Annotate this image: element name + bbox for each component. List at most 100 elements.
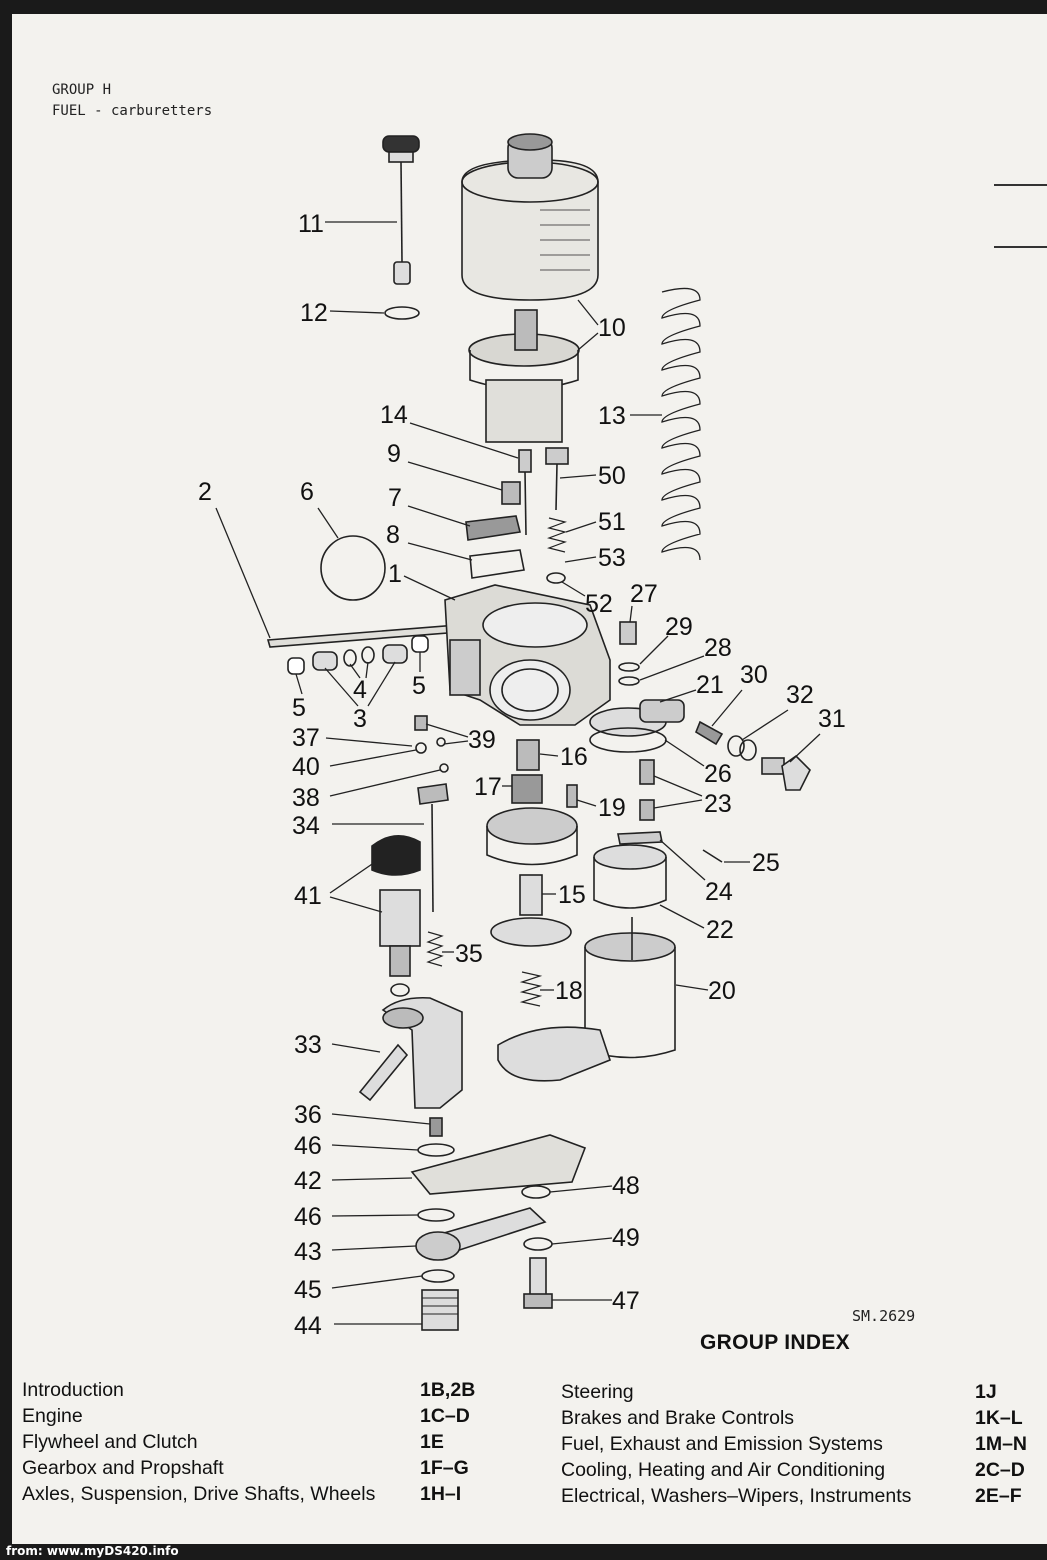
small-washer-40-drawing — [415, 742, 427, 754]
callout-33: 33 — [294, 1031, 322, 1059]
index-code: 1J — [975, 1381, 997, 1403]
callout-34: 34 — [292, 812, 320, 840]
callout-39: 39 — [468, 726, 496, 754]
index-code: 2E–F — [975, 1485, 1022, 1507]
jet-screw-drawing — [429, 1117, 443, 1137]
bolt-drawing — [619, 621, 637, 645]
spring-35-drawing — [426, 931, 444, 967]
throttle-spindle-drawing — [266, 624, 462, 648]
callout-11: 11 — [298, 210, 324, 238]
spindle-bushes-drawing — [287, 635, 429, 675]
piston-spring-drawing — [661, 287, 701, 561]
washer-29-drawing — [618, 662, 640, 672]
index-name: Axles, Suspension, Drive Shafts, Wheels — [22, 1483, 376, 1505]
gasket-drawing — [469, 549, 525, 579]
callout-17: 17 — [474, 773, 502, 801]
union-drawing — [421, 1289, 459, 1331]
callout-22: 22 — [706, 916, 734, 944]
index-name: Flywheel and Clutch — [22, 1431, 198, 1453]
callout-36: 36 — [294, 1101, 322, 1129]
float-pin-drawing — [702, 849, 723, 863]
index-name: Cooling, Heating and Air Conditioning — [561, 1459, 886, 1481]
index-code: 1H–I — [420, 1483, 462, 1505]
index-code: 1K–L — [975, 1407, 1023, 1429]
jet-nut-drawing — [516, 739, 540, 771]
callout-40: 40 — [292, 753, 320, 781]
carburetter-body-drawing — [444, 584, 611, 726]
callout-44: 44 — [294, 1312, 322, 1340]
index-name: Electrical, Washers–Wipers, Instruments — [561, 1485, 912, 1507]
screw-drawing — [501, 481, 521, 505]
group-subtitle: FUEL - carburetters — [52, 103, 213, 119]
jet-housing-drawing — [358, 996, 463, 1109]
banjo-bolt-drawing — [761, 754, 811, 791]
callout-43: 43 — [294, 1238, 322, 1266]
jet-drawing — [417, 783, 449, 913]
jet-bearing-drawing — [511, 774, 543, 804]
washer-45-drawing — [421, 1269, 455, 1283]
callout-18: 18 — [555, 977, 583, 1005]
callout-28: 28 — [704, 634, 732, 662]
index-name: Brakes and Brake Controls — [561, 1407, 795, 1429]
callout-27: 27 — [630, 580, 658, 608]
callout-19: 19 — [598, 794, 626, 822]
callout-42: 42 — [294, 1167, 322, 1195]
callout-4: 4 — [353, 676, 367, 704]
mounting-plate-drawing — [410, 1134, 587, 1195]
page-header: GROUP H FUEL - carburetters — [52, 80, 212, 122]
callout-5-right: 5 — [412, 672, 426, 700]
banjo-bolt-47-drawing — [523, 1257, 553, 1309]
callout-50: 50 — [598, 462, 626, 490]
fibre-washer-drawing — [727, 735, 745, 757]
float-drawing — [593, 844, 667, 909]
float-chamber-lid-drawing — [589, 699, 685, 753]
callout-25: 25 — [752, 849, 780, 877]
index-name: Engine — [22, 1405, 83, 1427]
callout-9: 9 — [387, 440, 401, 468]
callout-48: 48 — [612, 1172, 640, 1200]
lever-drawing — [465, 515, 521, 541]
washer-28-drawing — [618, 676, 640, 686]
index-name: Steering — [561, 1381, 634, 1403]
screw-19-drawing — [566, 784, 578, 808]
index-name: Introduction — [22, 1379, 124, 1401]
source-watermark: from: www.myDS420.info — [6, 1544, 179, 1558]
callout-5-left: 5 — [292, 694, 306, 722]
callout-31: 31 — [818, 705, 846, 733]
index-code: 1M–N — [975, 1433, 1028, 1455]
group-index-title: GROUP INDEX — [700, 1331, 850, 1354]
callout-8: 8 — [386, 521, 400, 549]
washer-drawing — [384, 306, 420, 320]
suction-chamber-drawing — [461, 133, 599, 301]
callout-10: 10 — [598, 314, 626, 342]
small-spring-drawing — [546, 517, 568, 553]
callout-labels: 11 12 10 13 14 9 50 2 6 7 51 8 53 1 52 2… — [198, 210, 846, 1340]
callout-13: 13 — [598, 402, 626, 430]
small-washer-drawing — [546, 572, 566, 584]
fibre-washer-2-drawing — [739, 739, 757, 761]
index-code: 1C–D — [420, 1405, 470, 1427]
seal-washer-2-drawing — [417, 1208, 455, 1222]
small-nut-drawing — [439, 763, 449, 773]
index-name: Gearbox and Propshaft — [22, 1457, 224, 1479]
callout-41: 41 — [294, 882, 322, 910]
piston-damper-drawing — [382, 135, 420, 285]
throttle-disc-drawing — [320, 535, 386, 601]
small-washer-39-drawing — [436, 737, 446, 747]
drawing-reference: SM.2629 — [852, 1307, 916, 1325]
jet-needle-drawing — [518, 449, 532, 536]
diaphragm-assembly-drawing — [486, 807, 578, 947]
group-label: GROUP H — [52, 82, 112, 98]
callout-3: 3 — [353, 705, 367, 733]
callout-35: 35 — [455, 940, 483, 968]
valve-drawing — [545, 447, 569, 511]
return-spring-drawing — [519, 971, 543, 1007]
callout-1: 1 — [388, 560, 402, 588]
index-code: 1F–G — [420, 1457, 469, 1479]
callout-6: 6 — [300, 478, 314, 506]
float-chamber-drawing — [497, 917, 676, 1082]
callout-46-bottom: 46 — [294, 1203, 322, 1231]
callout-7: 7 — [388, 484, 402, 512]
needle-valve-drawing — [695, 720, 724, 746]
